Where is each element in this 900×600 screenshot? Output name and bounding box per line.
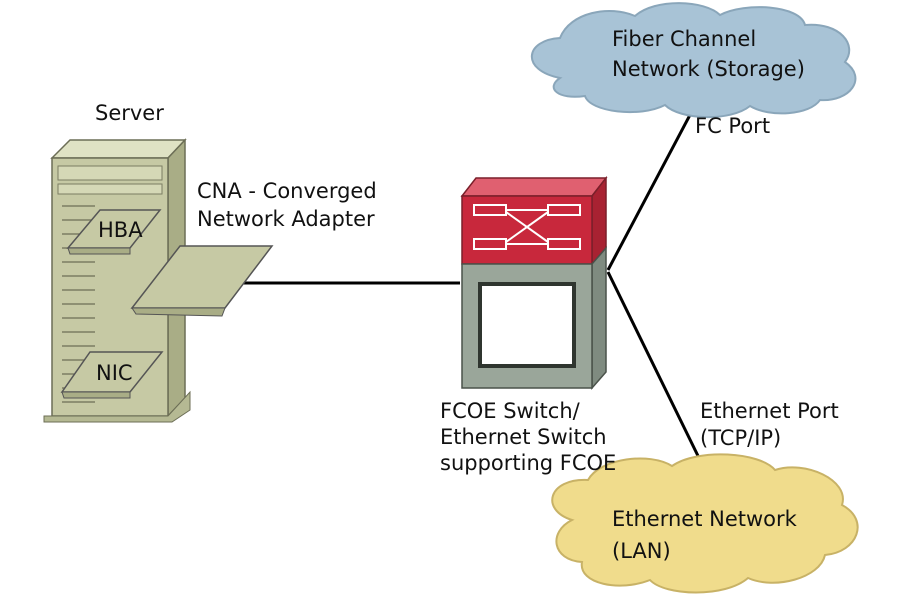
nic-card: NIC [60, 351, 164, 399]
eth-cloud-label-line1: Ethernet Network [612, 507, 798, 531]
cna-label-line2: Network Adapter [197, 207, 375, 231]
cna-label-line1: CNA - Converged [197, 179, 377, 203]
server-bay [57, 183, 163, 195]
server-top-face [50, 139, 187, 159]
fc-cloud-label-line2: Network (Storage) [612, 57, 805, 81]
ethernet-cloud: Ethernet Network (LAN) [551, 453, 859, 594]
switch-red-top [460, 177, 608, 197]
ethernet-port-label-line1: Ethernet Port [700, 399, 839, 423]
ethernet-port-cable [606, 271, 702, 461]
switch-body-side [591, 246, 607, 390]
fc-port-cable [606, 95, 702, 271]
eth-cloud-label-line2: (LAN) [612, 539, 671, 563]
fc-cloud-label-line1: Fiber Channel [612, 27, 756, 51]
hba-card: HBA [66, 209, 162, 255]
cna-card-edge [131, 307, 226, 317]
fcoe-switch [460, 175, 608, 390]
server-bay [57, 165, 163, 181]
hba-label: HBA [98, 218, 143, 242]
fc-cloud-shape [530, 2, 857, 119]
switch-crossover-symbol [473, 204, 581, 250]
ethernet-port-label-line2: (TCP/IP) [700, 426, 781, 450]
cna-card [130, 245, 274, 317]
switch-label-line2: Ethernet Switch [440, 425, 607, 449]
fc-port-label: FC Port [695, 114, 770, 138]
switch-label-line3: supporting FCOE [440, 451, 616, 475]
server-label: Server [95, 101, 164, 125]
eth-cloud-shape [551, 453, 859, 594]
server-base [43, 390, 191, 423]
switch-label-line1: FCOE Switch/ [440, 399, 581, 423]
switch-red-front [461, 195, 593, 265]
fiber-channel-cloud: Fiber Channel Network (Storage) [530, 2, 857, 119]
switch-body-panel [478, 282, 576, 368]
nic-label: NIC [96, 361, 133, 385]
